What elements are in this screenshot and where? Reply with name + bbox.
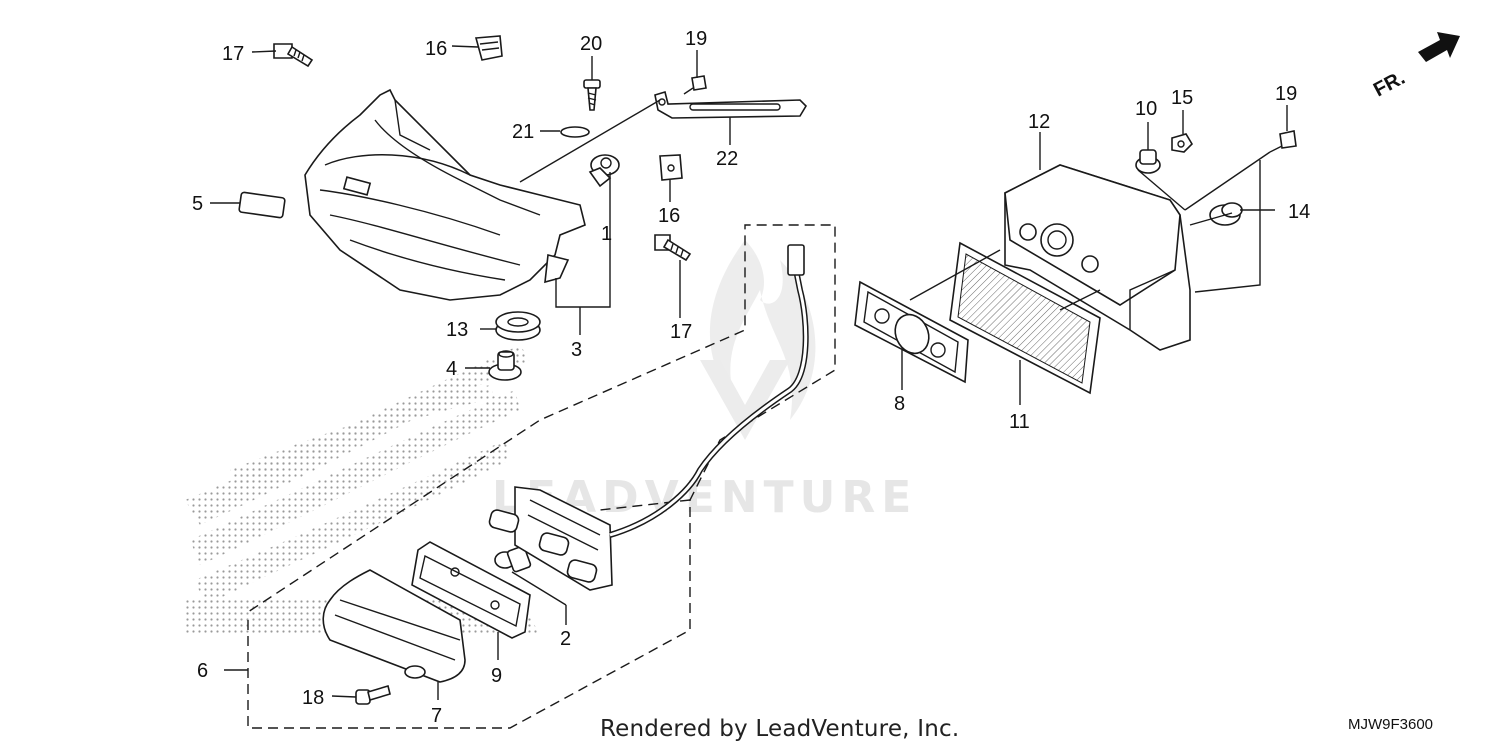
diagram-code: MJW9F3600: [1348, 716, 1434, 733]
socket-harness-unit[interactable]: [488, 244, 809, 591]
collar-nut-4[interactable]: [488, 350, 522, 381]
callout-9: 9: [491, 665, 502, 687]
grommet-13[interactable]: [495, 311, 541, 341]
callout-22: 22: [716, 148, 738, 170]
screw-19-case[interactable]: [1269, 130, 1297, 153]
callout-16: 16: [425, 38, 447, 60]
bolt-17-middle[interactable]: [654, 234, 692, 262]
stay-bracket-22[interactable]: [654, 90, 808, 119]
callout-6: 6: [197, 660, 208, 682]
callout-12: 12: [1028, 111, 1050, 133]
front-indicator-label: FR.: [1370, 67, 1409, 102]
callout-15: 15: [1171, 87, 1193, 109]
callout-20: 20: [580, 33, 602, 55]
clip-16-middle[interactable]: [659, 154, 683, 181]
bulb-2[interactable]: [494, 545, 532, 573]
tail-light-housing[interactable]: [304, 88, 586, 301]
screw-18[interactable]: [355, 684, 391, 705]
socket-1[interactable]: [588, 154, 620, 188]
callout-13: 13: [446, 319, 468, 341]
callout-11: 11: [1009, 411, 1030, 433]
clip-16-top[interactable]: [474, 35, 503, 61]
screw-19-bracket[interactable]: [683, 75, 707, 95]
callout-3: 3: [571, 339, 582, 361]
callout-14: 14: [1288, 201, 1310, 223]
callout-10: 10: [1135, 98, 1157, 120]
callout-7: 7: [431, 705, 442, 727]
callout-18: 18: [302, 687, 324, 709]
leader-lines: [210, 45, 1288, 700]
bolt-17-top[interactable]: [273, 43, 314, 68]
screw-20[interactable]: [583, 79, 601, 111]
callout-1: 1: [601, 223, 612, 245]
callout-labels: 17 16 20 19 21 22 5 16 1 13 3 17 4 12 10…: [192, 28, 1310, 727]
lamp-lens-7[interactable]: [322, 569, 466, 683]
callout-2: 2: [560, 628, 571, 650]
callout-16: 16: [658, 205, 680, 227]
lens-11[interactable]: [949, 241, 1101, 395]
callout-21: 21: [512, 121, 534, 143]
callout-4: 4: [446, 358, 457, 380]
gasket-8[interactable]: [854, 280, 969, 384]
callout-19: 19: [1275, 83, 1297, 105]
callout-19: 19: [685, 28, 707, 50]
reflector-pad[interactable]: [238, 191, 286, 219]
front-direction-arrow: FR.: [1370, 32, 1460, 101]
collar-10[interactable]: [1135, 149, 1161, 174]
assembly-dashed-outline: [247, 224, 836, 729]
callout-17: 17: [222, 43, 244, 65]
render-credit: Rendered by LeadVenture, Inc.: [600, 716, 960, 742]
nut-15[interactable]: [1171, 133, 1194, 153]
callout-5: 5: [192, 193, 203, 215]
callout-17: 17: [670, 321, 692, 343]
gasket-9[interactable]: [411, 541, 531, 639]
washer-21[interactable]: [560, 126, 590, 138]
license-light-case-12[interactable]: [1004, 164, 1191, 351]
callout-8: 8: [894, 393, 905, 415]
